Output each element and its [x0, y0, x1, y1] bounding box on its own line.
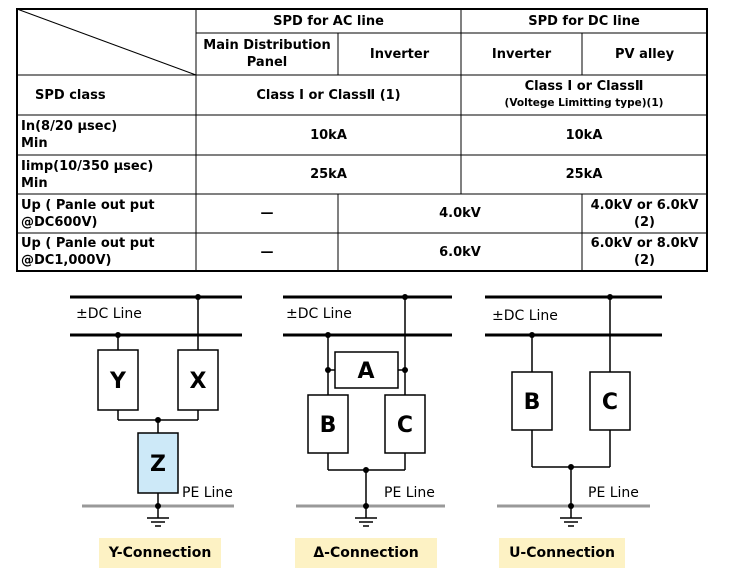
- y-box-y: [97, 349, 139, 411]
- header-ac-inverter: Inverter: [369, 46, 430, 62]
- u-dc-line-label: ±DC Line: [492, 308, 558, 324]
- u-box-b: [511, 371, 553, 431]
- row-label-up-600-line1: Up ( Panle out put: [21, 197, 155, 213]
- table-grid: [16, 8, 708, 272]
- iimp-dc-value: 25kA: [565, 167, 603, 182]
- delta-junction-dot: [325, 367, 331, 373]
- delta-dc-line-label: ±DC Line: [286, 306, 352, 322]
- header-ac-group: SPD for AC line: [273, 13, 384, 29]
- row-label-in-line1: In(8/20 μsec): [21, 119, 118, 134]
- u-junction-dot: [568, 503, 574, 509]
- in-ac-value: 10kA: [310, 127, 347, 143]
- u-junction-dot: [529, 332, 535, 338]
- header-pv-alley: PV alley: [614, 46, 675, 62]
- delta-pe-line-label: PE Line: [384, 485, 435, 501]
- header-dc-group: SPD for DC line: [528, 13, 640, 29]
- up-1000-pv-line2: (2): [634, 253, 655, 268]
- up-1000-pv-line1: 6.0kV or 8.0kV: [590, 236, 699, 251]
- u-box-b-label: B: [524, 390, 541, 415]
- spd-class-ac: Class I or ClassⅡ (1): [256, 87, 401, 103]
- up-1000-inverter-value: 6.0kV: [439, 244, 481, 260]
- delta-junction-dot: [325, 332, 331, 338]
- header-dc-inverter: Inverter: [491, 46, 552, 62]
- up-1000-pv-value: 6.0kV or 8.0kV (2): [582, 233, 707, 271]
- y-junction-dot: [115, 332, 121, 338]
- row-label-up-1000-line2: @DC1,000V): [21, 253, 112, 268]
- delta-box-a-label: A: [357, 359, 374, 384]
- y-box-z-label: Z: [150, 452, 166, 477]
- u-junction-dot: [607, 294, 613, 300]
- u-box-c: [589, 371, 631, 431]
- delta-junction-dot: [363, 503, 369, 509]
- u-pe-line-label: PE Line: [588, 485, 639, 501]
- y-dc-line-label: ±DC Line: [76, 306, 142, 322]
- row-label-iimp-line2: Min: [21, 175, 48, 191]
- row-label-up-1000: Up ( Panle out put @DC1,000V): [17, 233, 196, 271]
- delta-junction-dot: [402, 294, 408, 300]
- row-label-in-line2: Min: [21, 136, 48, 151]
- delta-box-b: [307, 394, 349, 454]
- spd-spec-table: SPD for AC line SPD for DC line Main Dis…: [16, 8, 708, 272]
- row-label-in: In(8/20 μsec) Min: [17, 115, 196, 155]
- up-1000-mdp-value: —: [260, 244, 274, 260]
- iimp-ac-value: 25kA: [310, 167, 347, 182]
- u-junction-dot: [568, 464, 574, 470]
- header-main-distribution-panel: Main Distribution Panel: [203, 38, 331, 70]
- up-600-inverter-value: 4.0kV: [439, 206, 481, 221]
- spd-class-dc-line1: Class I or ClassⅡ: [524, 79, 644, 94]
- delta-junction-dot: [363, 467, 369, 473]
- delta-box-b-label: B: [320, 413, 337, 438]
- row-label-iimp-line1: Iimp(10/350 μsec): [21, 158, 154, 174]
- u-connection-caption: U-Connection: [499, 538, 625, 568]
- delta-box-c: [384, 394, 426, 454]
- row-label-up-600-line2: @DC600V): [21, 214, 98, 230]
- y-box-x: [177, 349, 219, 411]
- delta-box-a: [334, 351, 399, 389]
- y-pe-line-label: PE Line: [182, 485, 233, 501]
- row-label-spd-class: SPD class: [35, 87, 106, 103]
- up-600-pv-value: 4.0kV or 6.0kV (2): [582, 194, 707, 233]
- y-box-z: [137, 432, 179, 494]
- spd-class-dc-line2: (Voltege Limitting type)(1): [504, 97, 664, 109]
- connection-diagrams-svg: ±DC Line PE Line ±DC Line PE Line ±DC Li…: [70, 294, 662, 527]
- delta-box-c-label: C: [397, 413, 413, 438]
- y-box-y-label: Y: [109, 369, 127, 394]
- row-label-up-1000-line1: Up ( Panle out put: [21, 236, 155, 251]
- y-junction-dot: [155, 503, 161, 509]
- delta-junction-dot: [402, 367, 408, 373]
- y-junction-dot: [195, 294, 201, 300]
- delta-connection-caption: Δ-Connection: [295, 538, 437, 568]
- spd-class-dc: Class I or ClassⅡ (Voltege Limitting typ…: [461, 75, 707, 115]
- in-dc-value: 10kA: [565, 127, 603, 143]
- y-connection-caption: Y-Connection: [99, 538, 221, 568]
- row-label-iimp: Iimp(10/350 μsec) Min: [17, 155, 196, 194]
- connection-diagrams: ±DC Line PE Line ±DC Line PE Line ±DC Li…: [0, 280, 730, 580]
- row-label-up-600: Up ( Panle out put @DC600V): [17, 194, 196, 233]
- y-box-x-label: X: [190, 369, 207, 394]
- u-box-c-label: C: [602, 390, 618, 415]
- up-600-pv-line1: 4.0kV or 6.0kV: [590, 197, 699, 213]
- up-600-mdp-value: —: [260, 206, 274, 221]
- up-600-pv-line2: (2): [634, 214, 655, 230]
- y-junction-dot: [155, 417, 161, 423]
